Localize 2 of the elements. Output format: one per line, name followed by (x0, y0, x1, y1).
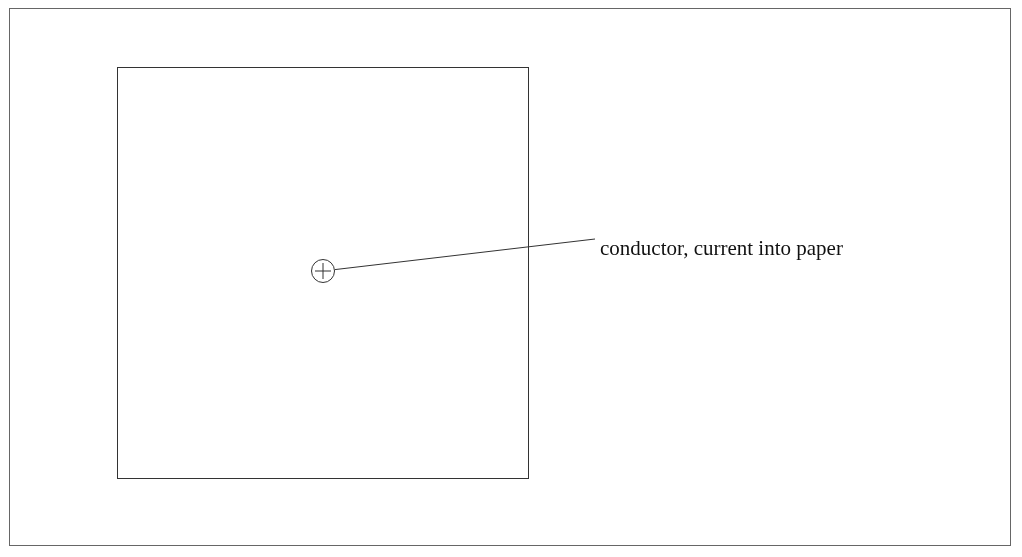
leader-line (334, 238, 596, 271)
callout-label: conductor, current into paper (600, 236, 843, 260)
